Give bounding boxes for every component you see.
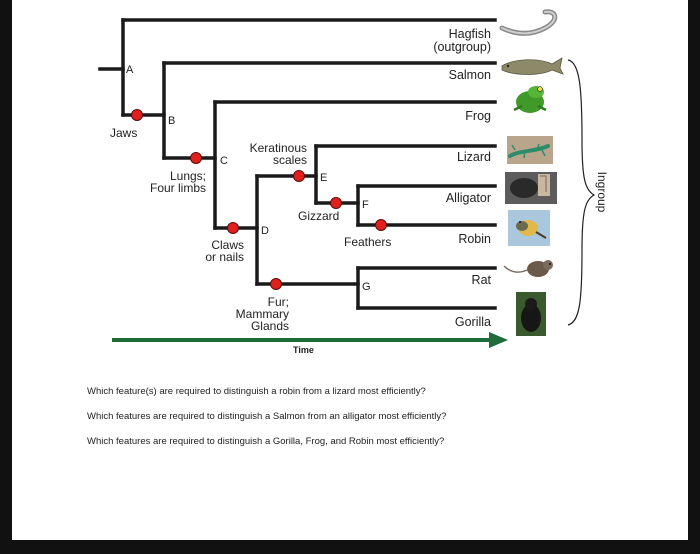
- marker-keratinous: [293, 170, 305, 182]
- taxon-rat: Rat: [472, 273, 492, 287]
- node-label-f: F: [362, 199, 369, 211]
- trait-jaws: Jaws: [110, 126, 137, 140]
- marker-fur: [270, 278, 282, 290]
- left-border: [0, 0, 12, 554]
- node-label-e: E: [320, 172, 327, 184]
- question-2: Which features are required to distingui…: [87, 411, 447, 422]
- trait-claws-1: Claws: [211, 238, 244, 252]
- ingroup-bracket: [567, 59, 596, 326]
- marker-gizzard: [330, 197, 342, 209]
- trait-feathers: Feathers: [344, 235, 391, 249]
- question-1: Which feature(s) are required to disting…: [87, 386, 426, 397]
- alligator-icon: [505, 172, 557, 204]
- node-label-d: D: [261, 225, 269, 237]
- salmon-icon: [501, 57, 564, 75]
- taxon-hagfish-2: (outgroup): [433, 40, 491, 54]
- time-arrow: [112, 332, 508, 348]
- marker-jaws: [131, 109, 143, 121]
- frog-icon: [513, 86, 547, 113]
- marker-lungs: [190, 152, 202, 164]
- hagfish-icon: [499, 9, 558, 36]
- taxon-hagfish-1: Hagfish: [449, 27, 491, 41]
- robin-icon: [508, 210, 550, 246]
- gorilla-icon: [516, 292, 546, 336]
- lizard-icon: [507, 136, 553, 164]
- trait-fur-3: Glands: [251, 319, 289, 333]
- node-label-b: B: [168, 115, 175, 127]
- rat-icon: [503, 260, 553, 277]
- question-3: Which features are required to distingui…: [87, 436, 445, 447]
- taxon-robin: Robin: [458, 232, 491, 246]
- taxon-lizard: Lizard: [457, 150, 491, 164]
- trait-keratinous-1: Keratinous: [250, 141, 307, 155]
- marker-feathers: [375, 219, 387, 231]
- node-label-c: C: [220, 155, 228, 167]
- node-label-g: G: [362, 281, 371, 293]
- trait-markers: [131, 109, 387, 290]
- taxon-frog: Frog: [465, 109, 491, 123]
- taxon-gorilla: Gorilla: [455, 315, 491, 329]
- ingroup-label: Ingroup: [595, 172, 609, 213]
- taxon-salmon: Salmon: [449, 68, 491, 82]
- right-border: [688, 0, 700, 554]
- trait-claws-2: or nails: [205, 250, 244, 264]
- trait-gizzard: Gizzard: [298, 209, 339, 223]
- time-label: Time: [293, 345, 314, 355]
- bottom-border: [0, 540, 700, 554]
- marker-claws: [227, 222, 239, 234]
- node-label-a: A: [126, 64, 134, 76]
- trait-fur-2: Mammary: [236, 307, 289, 321]
- taxon-alligator: Alligator: [446, 191, 491, 205]
- trait-keratinous-2: scales: [273, 153, 307, 167]
- trait-lungs-2: Four limbs: [150, 181, 206, 195]
- trait-fur-1: Fur;: [268, 295, 289, 309]
- trait-lungs-1: Lungs;: [170, 169, 206, 183]
